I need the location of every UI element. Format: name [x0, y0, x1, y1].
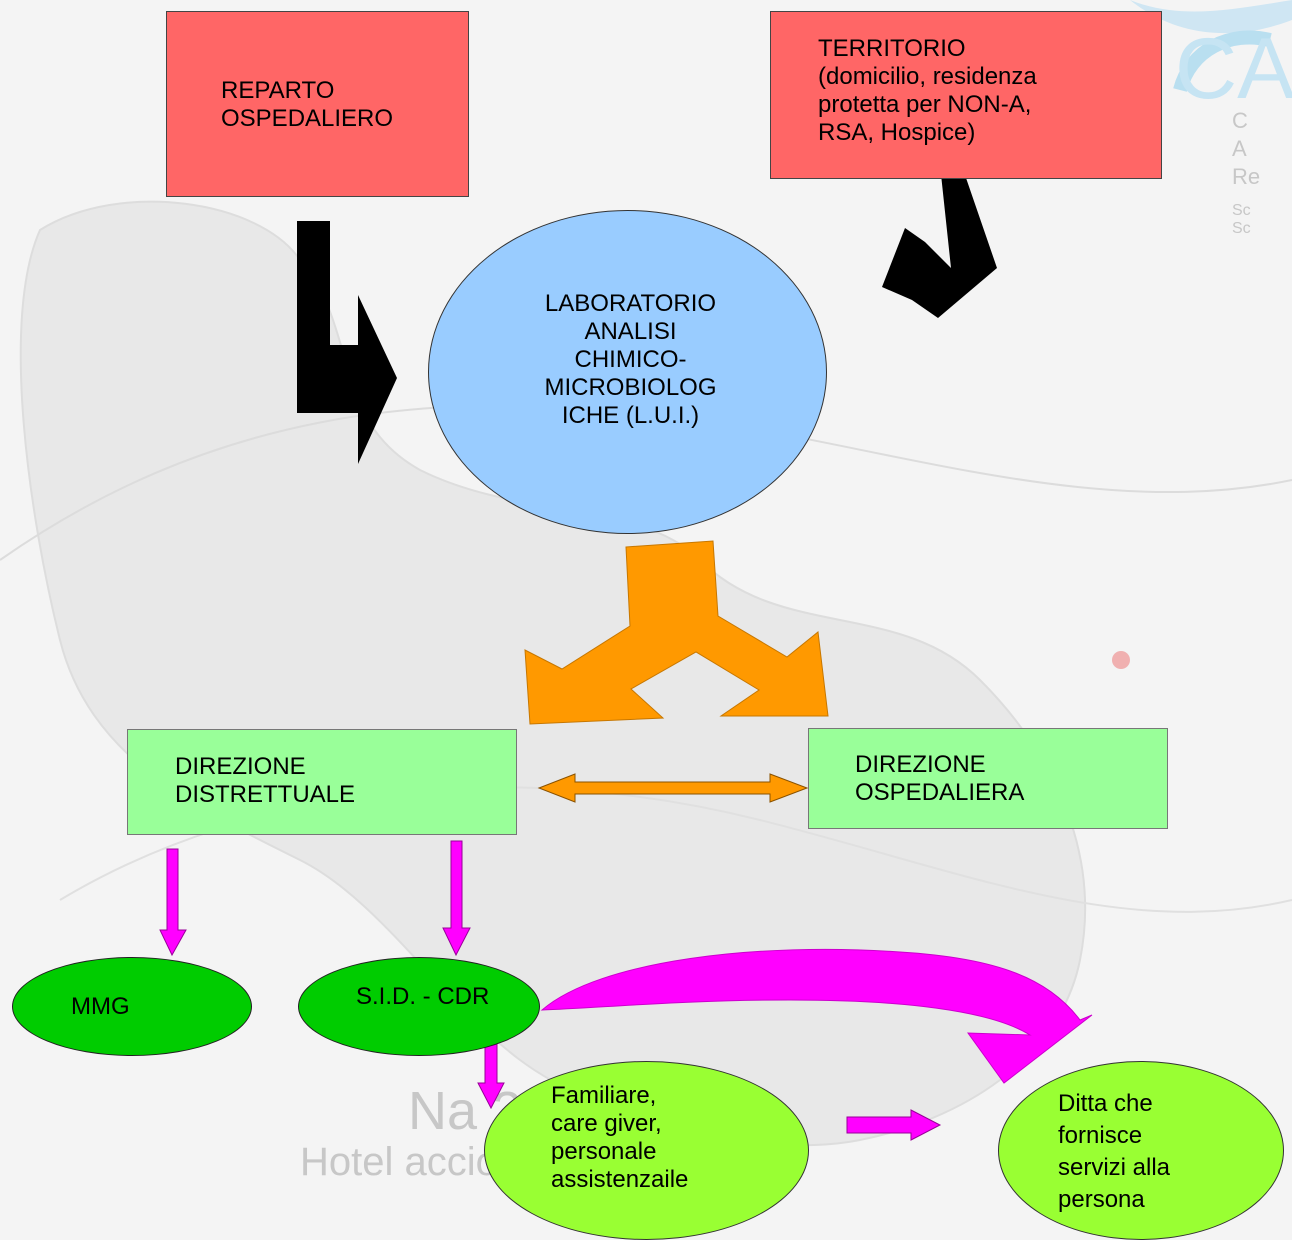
ditta-ellipse	[998, 1061, 1284, 1240]
logo-text: CA	[1175, 21, 1292, 117]
logo-arc	[1173, 30, 1272, 93]
laboratorio-label: LABORATORIO ANALISI CHIMICO- MICROBIOLOG…	[544, 290, 717, 429]
black-arrow-right	[882, 165, 997, 318]
direzione-distrettuale-box	[127, 729, 517, 835]
direzione-distrettuale-label: DIREZIONE DISTRETTUALE	[175, 753, 356, 808]
ditta-label: Ditta che fornisce servizi alla persona	[1058, 1090, 1171, 1213]
logo-subtext-3: Re	[1232, 164, 1261, 189]
laboratorio-circle	[428, 210, 827, 534]
logo-subtext-5: Sc	[1232, 220, 1251, 237]
direzione-ospedaliera-box	[808, 728, 1168, 829]
black-arrow-left	[297, 221, 397, 464]
logo-subtext-4: Sc	[1232, 202, 1251, 219]
magenta-down-arrow-sid	[442, 840, 471, 957]
territorio-label: TERRITORIO (domicilio, residenza protett…	[818, 35, 1037, 146]
mmg-label: MMG	[71, 993, 130, 1020]
reparto-ospedaliero-label: REPARTO OSPEDALIERO	[221, 77, 394, 132]
direzione-ospedaliera-label: DIREZIONE OSPEDALIERA	[855, 751, 1025, 806]
orange-double-arrow	[537, 773, 809, 803]
sid-cdr-ellipse	[298, 957, 540, 1056]
magenta-curved-arrow	[540, 948, 1093, 1084]
orange-split-arrow	[524, 540, 829, 725]
mmg-ellipse	[12, 957, 252, 1056]
reparto-ospedaliero-box	[166, 11, 469, 197]
logo-subtext-2: A	[1232, 136, 1247, 161]
map-dot	[1112, 651, 1130, 669]
magenta-down-arrow-mmg	[159, 848, 187, 957]
territorio-box	[770, 11, 1162, 179]
magenta-right-arrow	[846, 1109, 942, 1141]
logo-swoosh	[1130, 0, 1292, 34]
sid-cdr-label: S.I.D. - CDR	[356, 983, 490, 1010]
familiare-label: Familiare, care giver, personale assiste…	[551, 1082, 689, 1193]
logo-subtext-1: C	[1232, 108, 1248, 133]
